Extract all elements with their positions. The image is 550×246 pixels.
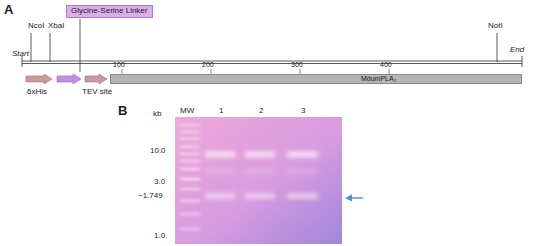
backbone-line xyxy=(22,61,522,62)
his-tag-arrow xyxy=(26,74,52,84)
ladder-bands xyxy=(180,124,200,230)
label-text: 100 xyxy=(113,61,125,69)
linker-box: Glycine-Serine Linker xyxy=(66,5,153,18)
label-text: 1 xyxy=(219,107,223,116)
label-text: TEV site xyxy=(82,88,112,97)
label-text: 200 xyxy=(202,61,214,69)
label-text: End xyxy=(510,46,524,55)
label-text: A xyxy=(4,3,13,17)
band-pointer xyxy=(351,197,363,198)
label-text: 400 xyxy=(380,61,392,69)
node-text: MdumPLA₂ xyxy=(361,75,396,83)
label-text: 3.0 xyxy=(154,178,165,187)
label-text: 1.0 xyxy=(154,232,165,241)
label-text: 300 xyxy=(291,61,303,69)
label-text: B xyxy=(118,104,127,118)
site-tick xyxy=(497,33,498,62)
agarose-gel xyxy=(175,117,342,244)
label-text: Start xyxy=(12,50,29,59)
site-tick xyxy=(50,33,51,62)
label-text: MW xyxy=(180,107,194,116)
gene-bar: MdumPLA₂ xyxy=(110,74,522,84)
sample-bands xyxy=(205,152,318,198)
tev-site-arrow xyxy=(85,74,107,84)
end-tick xyxy=(522,56,523,67)
label-text: NotI xyxy=(488,22,503,31)
label-text: 2 xyxy=(259,107,263,116)
leader-line xyxy=(80,19,81,72)
label-text: 6xHis xyxy=(27,88,47,97)
site-tick xyxy=(31,33,32,62)
node-text: Glycine-Serine Linker xyxy=(71,7,148,16)
label-text: ~1.749 xyxy=(138,192,163,201)
label-text: 10.0 xyxy=(150,147,166,156)
label-text: 3 xyxy=(301,107,305,116)
linker-arrow xyxy=(57,74,81,84)
label-text: kb xyxy=(153,110,161,119)
band-pointer-head xyxy=(345,195,352,202)
label-text: NcoI xyxy=(28,22,44,31)
backbone-line xyxy=(22,63,522,64)
label-text: XbaI xyxy=(48,22,64,31)
